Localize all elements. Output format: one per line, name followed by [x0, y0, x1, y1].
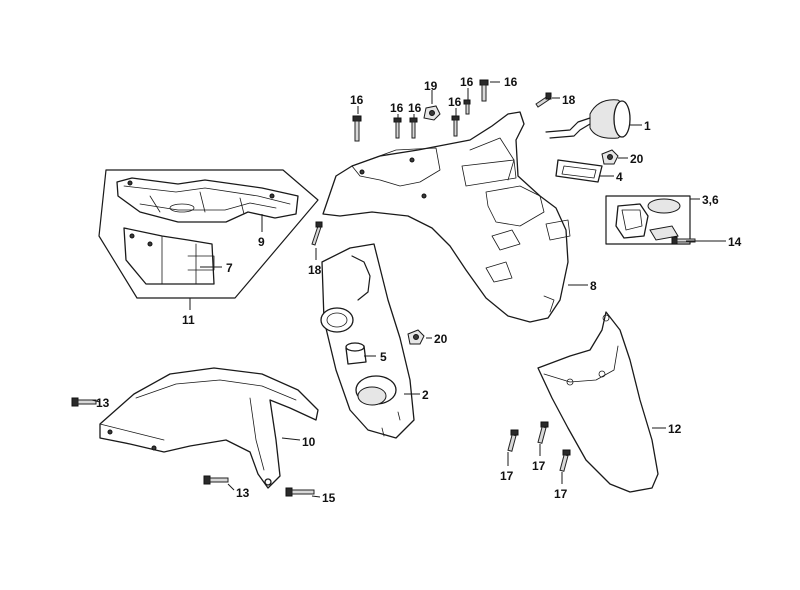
nut-20b: [407, 329, 425, 345]
screw-13b: [203, 475, 229, 485]
screw-17c: [559, 449, 571, 472]
callout-17c: 17: [554, 487, 568, 501]
part-5-bulb: [345, 342, 367, 365]
callout-16d: 16: [448, 95, 462, 109]
callout-13b: 13: [236, 486, 250, 500]
part-9-tray: [116, 177, 299, 223]
callout-16a: 16: [350, 93, 364, 107]
nut-19: [423, 105, 441, 121]
callout-11: 11: [182, 313, 195, 327]
callout-1: 1: [644, 119, 651, 133]
nut-20a: [601, 149, 619, 165]
screw-16e: [463, 99, 471, 115]
part-7-bracket: [123, 227, 215, 285]
callout-2: 2: [422, 388, 429, 402]
screw-16f: [479, 79, 489, 102]
callout-16e: 16: [460, 75, 474, 89]
callout-20a: 20: [630, 152, 644, 166]
callout-15: 15: [322, 491, 336, 505]
screw-18a: [535, 92, 552, 108]
screw-17a: [507, 429, 519, 452]
callout-16f: 16: [504, 75, 518, 89]
callout-7: 7: [226, 261, 233, 275]
screw-16b: [393, 117, 402, 139]
screw-15: [285, 487, 315, 497]
callout-17a: 17: [500, 469, 514, 483]
part-1-tail-light: [545, 99, 631, 139]
callout-5: 5: [380, 350, 387, 364]
screw-18b: [311, 221, 323, 246]
callout-3-6: 3,6: [702, 193, 719, 207]
part-11-panel: [98, 169, 319, 299]
part-3-6-reflector-set: [605, 195, 691, 245]
callout-14: 14: [728, 235, 742, 249]
part-12-rear-cowl: [537, 311, 659, 493]
callout-12: 12: [668, 422, 682, 436]
callout-17b: 17: [532, 459, 546, 473]
callout-labels: 1 2 3,6 4 5 7 8 9 10 11 12 13 13 14 15 1…: [96, 75, 742, 505]
callout-9: 9: [258, 235, 265, 249]
part-10-front-fender: [99, 367, 319, 489]
part-4-license-light: [555, 159, 603, 183]
callout-19: 19: [424, 79, 438, 93]
part-8-rear-fender: [322, 111, 571, 323]
screw-13a: [71, 397, 97, 407]
screw-16a: [352, 115, 362, 142]
screw-17b: [537, 421, 549, 444]
callout-16b: 16: [390, 101, 404, 115]
callout-8: 8: [590, 279, 597, 293]
callout-18b: 18: [308, 263, 322, 277]
screw-16d: [451, 115, 460, 137]
part-2-rear-cover: [320, 243, 415, 439]
leader-lines: [91, 81, 726, 498]
callout-13a: 13: [96, 396, 110, 410]
callout-10: 10: [302, 435, 316, 449]
callout-4: 4: [616, 170, 623, 184]
screw-16c: [409, 117, 418, 139]
callout-16c: 16: [408, 101, 422, 115]
callout-20b: 20: [434, 332, 448, 346]
callout-18a: 18: [562, 93, 576, 107]
